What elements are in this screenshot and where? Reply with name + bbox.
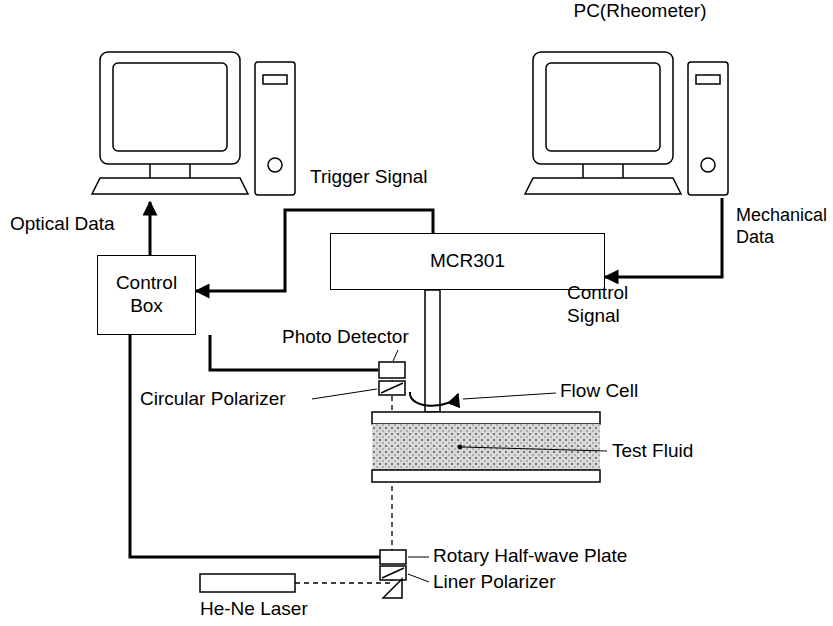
rheometer-shaft — [425, 290, 440, 412]
part-label: He-Ne Laser — [200, 598, 308, 621]
node-text: MCR301 — [430, 250, 505, 273]
signal-label: Trigger Signal — [310, 166, 428, 189]
node-text: Control Box — [106, 272, 187, 318]
part-label: Rotary Half-wave Plate — [433, 545, 627, 568]
signal-label: Control Signal — [567, 282, 647, 328]
computer-icon — [92, 52, 295, 195]
instrument-box: MCR301 — [330, 233, 605, 290]
computer-icon — [525, 52, 728, 195]
node-text: PC(Rheometer) — [573, 0, 706, 23]
signal-connector — [605, 198, 722, 277]
flow-cell — [372, 412, 600, 482]
computer-node: PC(Rheometer) — [530, 0, 750, 198]
signal-wire — [130, 335, 380, 557]
rotation-arrow — [410, 392, 458, 406]
part-label: Photo Detector — [282, 326, 409, 349]
control-box: Control Box — [97, 255, 196, 335]
part-label: Liner Polarizer — [433, 571, 556, 594]
signal-label: Optical Data — [10, 213, 115, 236]
part-label: Circular Polarizer — [140, 388, 286, 411]
part-label: Flow Cell — [560, 380, 638, 403]
data-arrow — [149, 202, 152, 255]
signal-label: Mechanical Data — [736, 205, 831, 248]
part-label: Test Fluid — [612, 440, 693, 463]
